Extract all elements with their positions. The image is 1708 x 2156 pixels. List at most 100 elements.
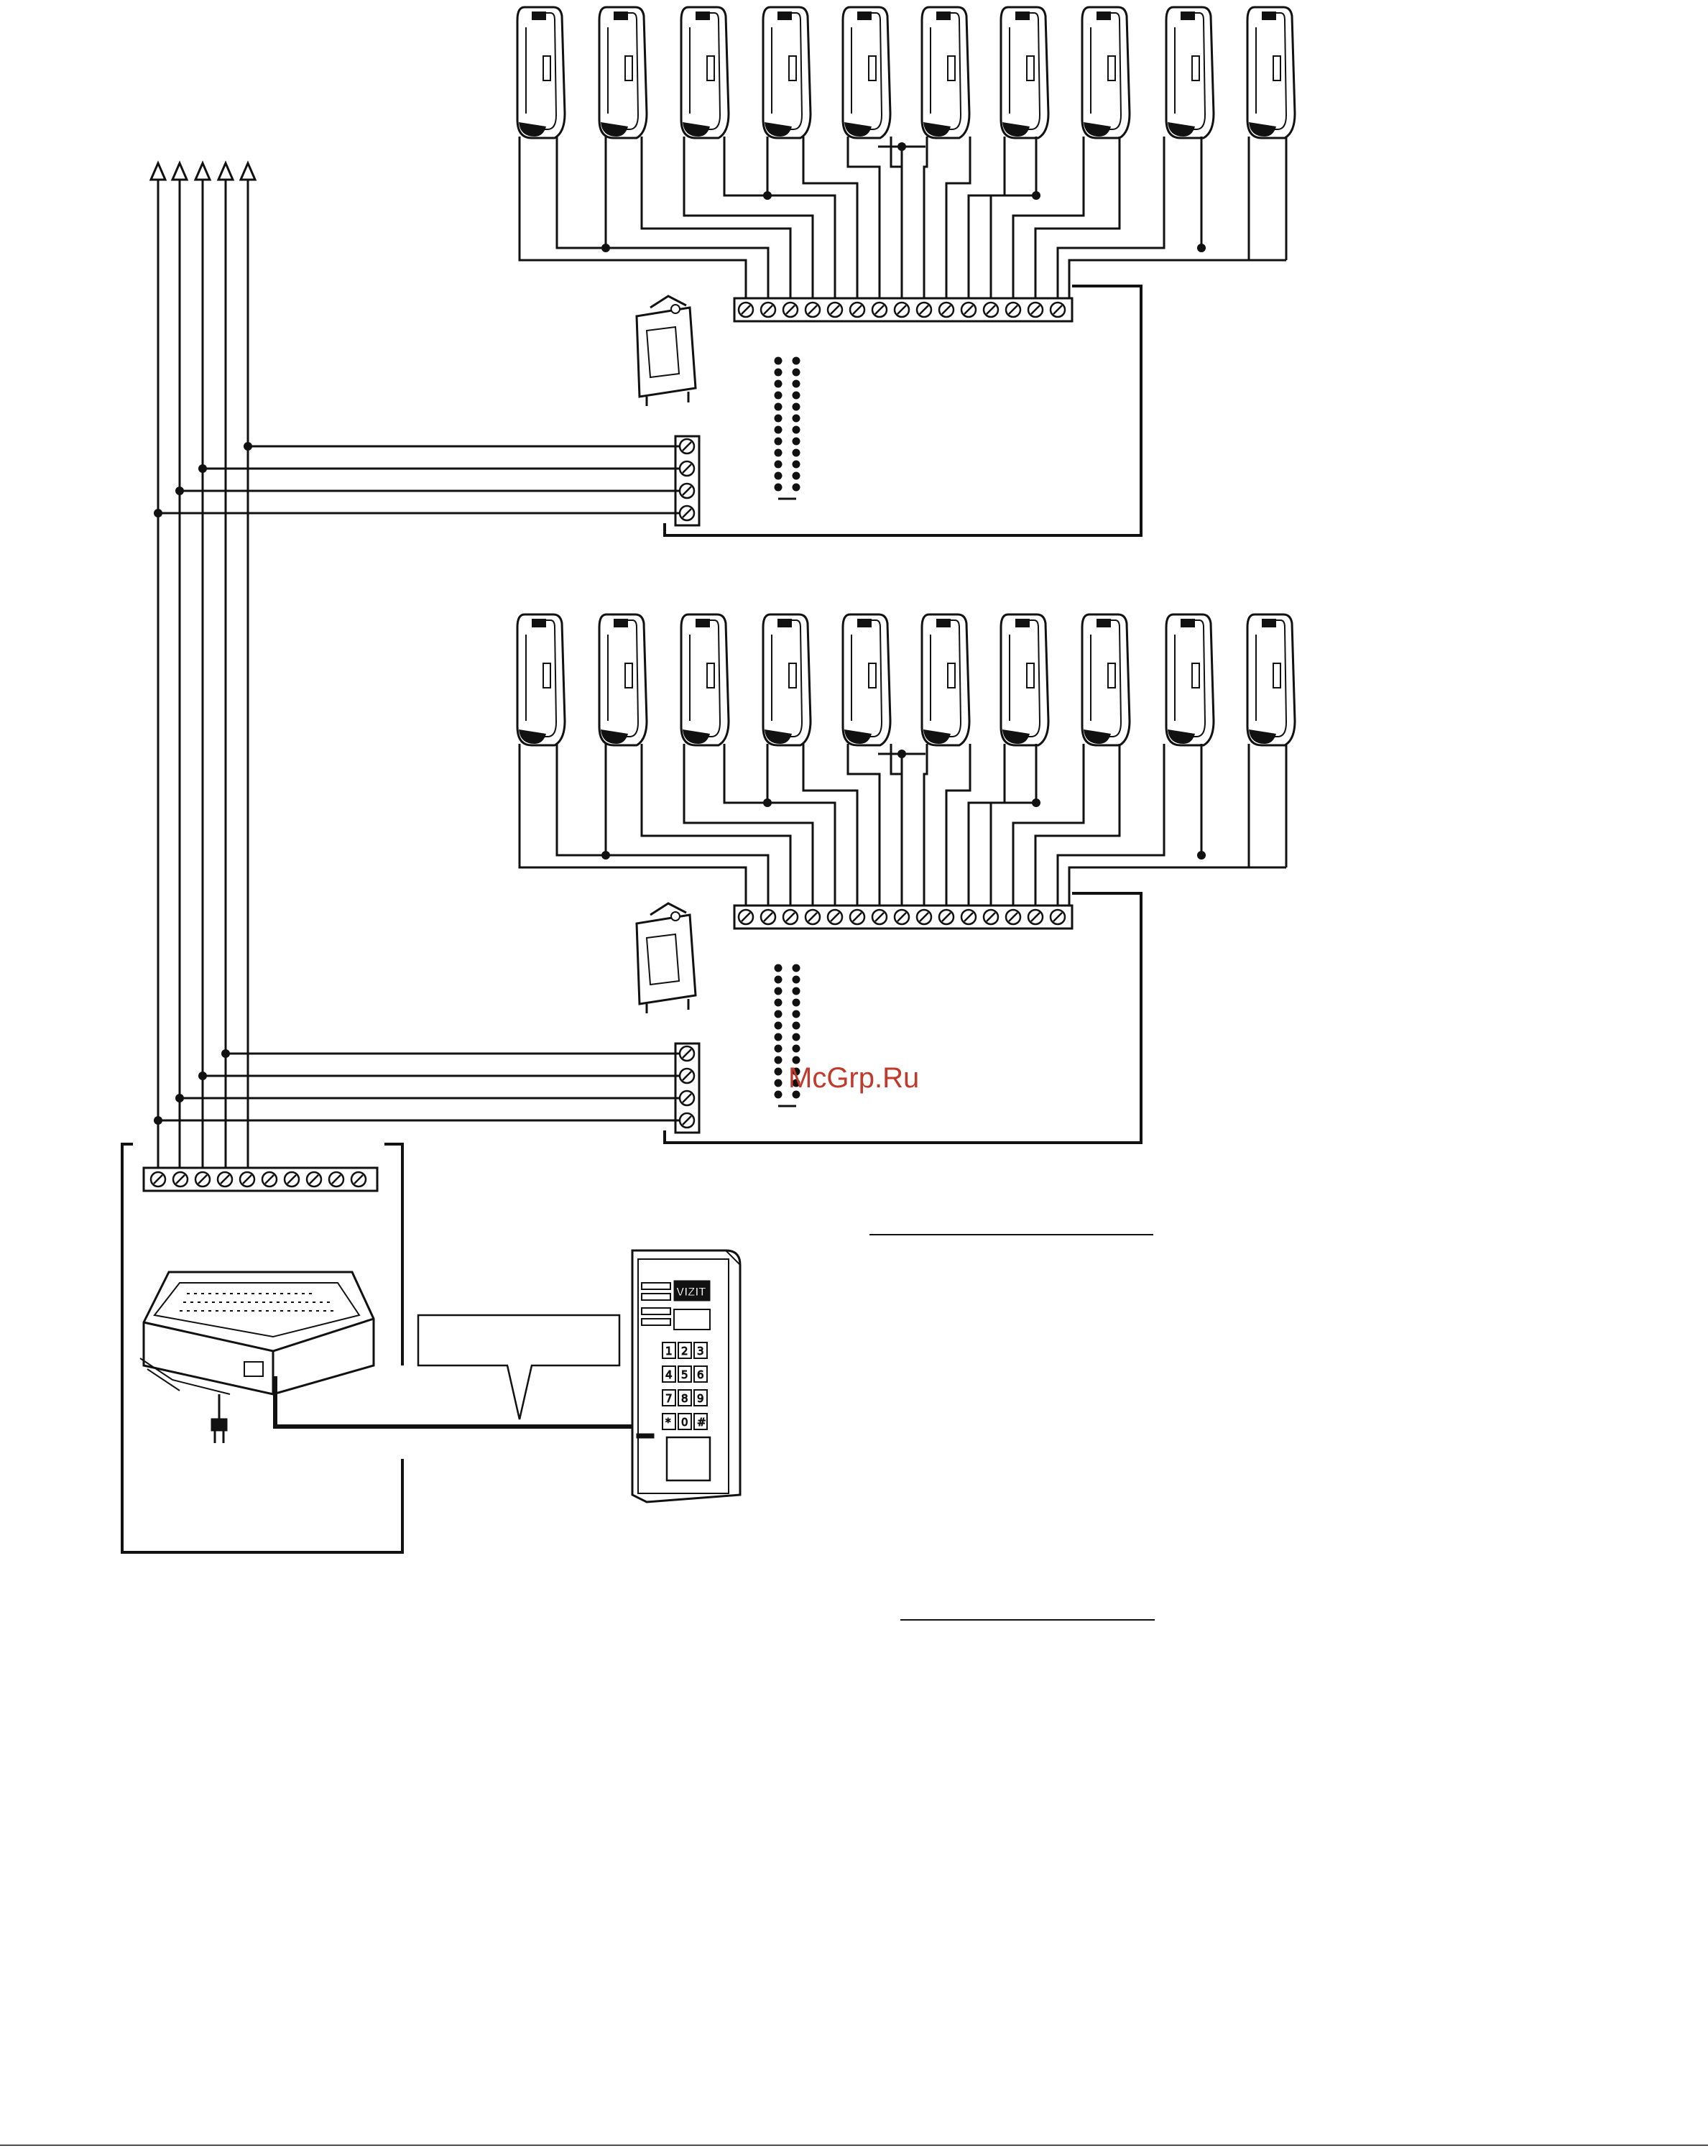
terminal-screw <box>678 1112 696 1129</box>
handset-4 <box>762 6 812 139</box>
terminal-screw <box>960 301 977 318</box>
key-3 <box>693 1342 708 1359</box>
wire <box>1068 744 1250 906</box>
jumper-pin <box>792 998 800 1007</box>
panel-cable <box>273 1376 632 1429</box>
key-5 <box>678 1365 692 1383</box>
key-label: 8 <box>681 1392 688 1405</box>
terminal-screw <box>1049 908 1066 926</box>
jumper-pin <box>792 1044 800 1053</box>
riser-junction <box>244 442 252 451</box>
wire <box>846 137 881 298</box>
handset-7 <box>1000 613 1050 747</box>
wire <box>923 744 928 906</box>
jumper-pin <box>792 391 800 400</box>
watermark-text: McGrp.Ru <box>788 1062 919 1094</box>
jumper-pin <box>774 1067 783 1076</box>
terminal-screw <box>1005 301 1022 318</box>
key-2 <box>678 1342 692 1359</box>
terminal-screw <box>1049 301 1066 318</box>
terminal-screw <box>893 301 910 318</box>
wire <box>1056 744 1165 906</box>
handset-2 <box>598 613 648 747</box>
adapter-face <box>645 326 680 379</box>
wire <box>989 194 1036 298</box>
callout-box <box>417 1314 621 1420</box>
terminal-screw <box>915 301 933 318</box>
terminal-screw <box>678 460 696 477</box>
handset-4 <box>762 613 812 747</box>
riser-arrow-5 <box>239 160 257 181</box>
jumper-pin <box>792 402 800 411</box>
jumper-pin <box>774 379 783 388</box>
handset-1 <box>516 6 566 139</box>
handset-5 <box>841 613 892 747</box>
terminal-screw <box>804 908 821 926</box>
jumper-pin <box>774 483 783 492</box>
wire <box>1034 137 1121 298</box>
riser-junction <box>154 1116 162 1125</box>
wire <box>555 137 770 298</box>
jumper-pin <box>792 975 800 984</box>
terminal-screw <box>982 301 1000 318</box>
adapter-clip <box>650 295 687 309</box>
adapter-module <box>635 306 697 398</box>
wire <box>802 137 859 298</box>
terminal-screw <box>283 1171 300 1188</box>
terminal-screw <box>849 301 866 318</box>
jumper-pin <box>792 414 800 423</box>
handset-9 <box>1165 613 1215 747</box>
jumper-pin <box>774 1033 783 1041</box>
jumper-pin <box>774 987 783 995</box>
wire <box>967 137 1006 298</box>
terminal-screw <box>678 438 696 455</box>
wire <box>890 744 903 906</box>
riser-junction <box>221 1049 230 1058</box>
key-label: 0 <box>681 1416 688 1429</box>
jumper-pin <box>792 1033 800 1041</box>
jumper-pin <box>774 356 783 365</box>
wire <box>945 744 971 906</box>
terminal-screw <box>849 908 866 926</box>
riser-arrow-4 <box>216 160 235 181</box>
terminal-screw <box>760 301 777 318</box>
key-label: 3 <box>697 1345 704 1358</box>
jumper-pin <box>774 1079 783 1087</box>
adapter-clip <box>650 902 687 916</box>
terminal-screw <box>871 301 888 318</box>
jumper-pin <box>774 368 783 377</box>
terminal-screw <box>760 908 777 926</box>
terminal-screw <box>678 1067 696 1084</box>
key-label: * <box>665 1416 671 1429</box>
jumper-pin <box>774 448 783 457</box>
terminal-screw <box>678 1089 696 1107</box>
riser-arrow-3 <box>193 160 212 181</box>
jumper-pin <box>774 471 783 480</box>
jumper-pin <box>792 987 800 995</box>
jumper-pin <box>792 379 800 388</box>
main-terminal-block <box>142 1166 379 1192</box>
handset-3 <box>680 613 730 747</box>
terminal-screw <box>737 908 754 926</box>
wire <box>802 744 859 906</box>
jumper-pin <box>792 460 800 469</box>
terminal-screw <box>350 1171 367 1188</box>
wire <box>640 744 792 906</box>
key-10 <box>662 1413 676 1430</box>
wire <box>723 137 836 298</box>
terminal-screw <box>826 301 844 318</box>
wire <box>683 744 814 906</box>
handset-6 <box>920 613 971 747</box>
key-6 <box>693 1365 708 1383</box>
terminal-screw <box>305 1171 323 1188</box>
handset-10 <box>1246 613 1296 747</box>
power-supply-unit <box>139 1271 375 1443</box>
adapter-screw <box>670 304 680 314</box>
terminal-screw <box>678 505 696 522</box>
jumper-pin <box>774 1044 783 1053</box>
jumper-pin <box>792 483 800 492</box>
terminal-screw <box>1027 908 1044 926</box>
junction-dot <box>763 191 772 200</box>
terminal-screw <box>1027 301 1044 318</box>
